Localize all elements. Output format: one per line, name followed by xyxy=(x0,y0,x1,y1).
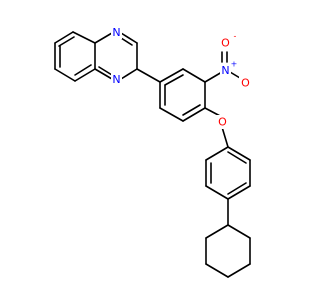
nitro-oxygen-right-label: O xyxy=(241,77,250,90)
ether-oxygen-atom: O xyxy=(216,115,229,129)
bond-lines xyxy=(54,31,251,278)
nitrogen-label-bottom: N xyxy=(112,73,120,86)
molecule-structure: N N N + O - O O xyxy=(54,26,252,278)
nitro-oxygen-top-atom: O - xyxy=(219,32,237,50)
nitro-nitrogen-label: N xyxy=(221,64,229,77)
nitro-nitrogen-atom: N + xyxy=(220,60,238,77)
nitro-nitrogen-charge: + xyxy=(231,60,238,69)
atom-labels: N N N + O - O O xyxy=(111,26,252,129)
nitro-oxygen-right-atom: O xyxy=(239,76,252,90)
ether-oxygen-label: O xyxy=(218,116,227,129)
nitro-oxygen-top-label: O xyxy=(221,37,230,50)
nitrogen-atom-top: N xyxy=(111,26,122,39)
nitro-oxygen-top-charge: - xyxy=(234,32,237,41)
nitrogen-atom-bottom: N xyxy=(111,73,122,86)
nitrogen-label-top: N xyxy=(112,26,120,39)
